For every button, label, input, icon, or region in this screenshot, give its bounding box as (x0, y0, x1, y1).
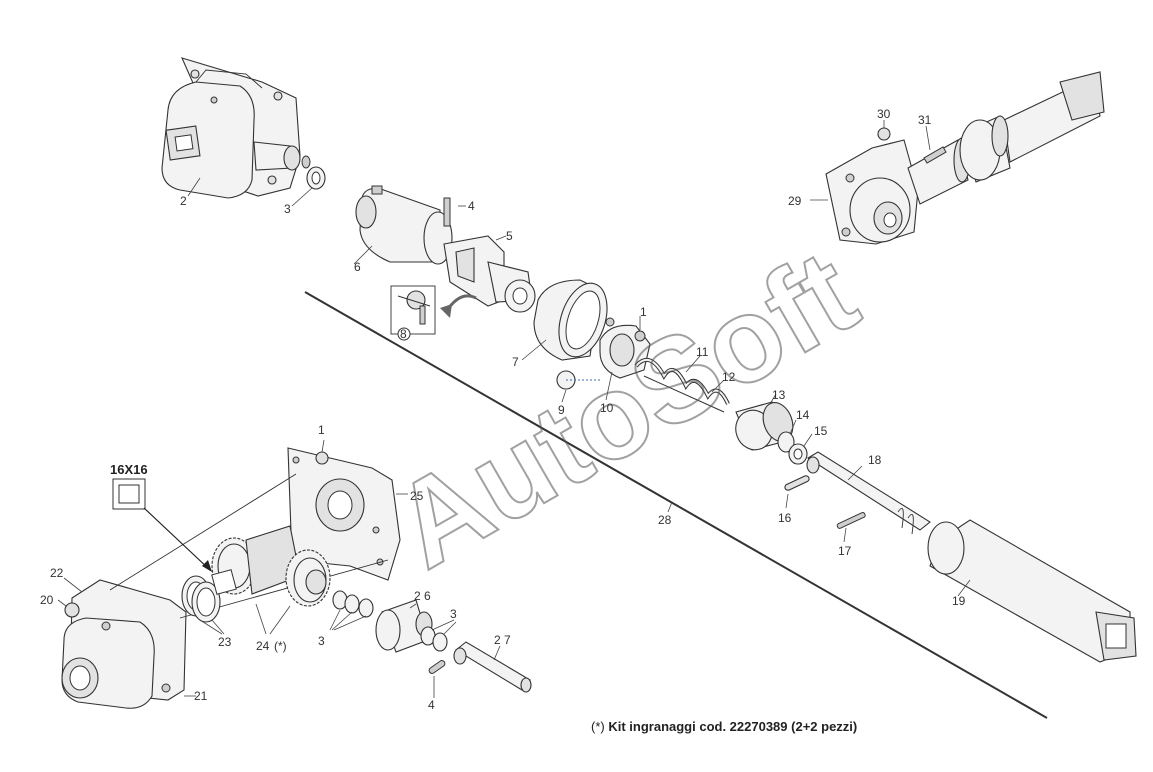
sleeve-26 (375, 599, 433, 653)
gearbox-lower-left (61, 579, 187, 709)
callout-16: 16 (778, 511, 792, 525)
callout-3-upper: 3 (284, 202, 291, 216)
callout-23: 23 (218, 635, 232, 649)
pin-17 (836, 512, 866, 529)
callout-3-lower-b: 3 (450, 607, 457, 621)
callout-4-upper: 4 (468, 199, 475, 213)
callout-28: 28 (658, 513, 672, 527)
pin-16 (784, 475, 810, 491)
callout-11: 11 (696, 345, 709, 359)
hub-6 (355, 185, 453, 265)
pin-4-lower (428, 660, 446, 674)
callout-24-mark: (*) (274, 639, 287, 653)
ring-13 (735, 401, 794, 451)
callout-26: 2 6 (414, 589, 431, 603)
guide-line-upper (109, 473, 297, 591)
callout-7: 7 (512, 355, 519, 369)
bolt-31 (923, 146, 947, 164)
bolt-20 (64, 602, 80, 618)
callout-30: 30 (877, 107, 891, 121)
callout-31: 31 (918, 113, 932, 127)
footnote-marker: (*) (591, 719, 605, 734)
plate-25 (287, 447, 401, 581)
nut-30 (877, 127, 891, 141)
callout-12: 12 (722, 370, 736, 384)
gearbox-upper-right (825, 71, 1105, 245)
callout-10: 10 (600, 401, 614, 415)
gearbox-upper-left (161, 57, 311, 199)
callout-29: 29 (788, 194, 802, 208)
spring-11-12 (634, 357, 730, 413)
callout-1-upper: 1 (640, 305, 647, 319)
callout-5: 5 (506, 229, 513, 243)
callout-22: 22 (50, 566, 64, 580)
pin-4-upper (443, 197, 451, 227)
detail-inset-8 (390, 285, 477, 341)
callout-4-lower: 4 (428, 698, 435, 712)
footnote: (*) Kit ingranaggi cod. 22270389 (2+2 pe… (591, 719, 857, 734)
callout-13: 13 (772, 388, 786, 402)
callout-18: 18 (868, 453, 882, 467)
callout-20: 20 (40, 593, 54, 607)
size-label-16x16: 16X16 (110, 462, 148, 477)
callout-9: 9 (558, 403, 565, 417)
footnote-text: Kit ingranaggi cod. 22270389 (2+2 pezzi) (608, 719, 858, 734)
pin-27 (453, 641, 532, 693)
clip-14 (777, 431, 795, 453)
shaft-18 (806, 451, 931, 535)
callout-24: 24 (256, 639, 270, 653)
callout-19: 19 (952, 594, 966, 608)
callout-8: 8 (400, 327, 407, 341)
nut-1-lower (315, 451, 329, 465)
callout-15: 15 (814, 424, 828, 438)
callout-21: 21 (194, 689, 208, 703)
callout-14: 14 (796, 408, 810, 422)
callout-6: 6 (354, 260, 361, 274)
gear-24b (285, 549, 331, 607)
bell-housing-7 (533, 279, 608, 361)
separator-line (304, 291, 1048, 719)
callout-2: 2 (180, 194, 187, 208)
callout-25: 25 (410, 489, 424, 503)
callout-27: 2 7 (494, 633, 511, 647)
callout-17: 17 (838, 544, 852, 558)
tube-19 (927, 519, 1137, 663)
callout-1-lower: 1 (318, 423, 325, 437)
callout-3-lower-a: 3 (318, 634, 325, 648)
